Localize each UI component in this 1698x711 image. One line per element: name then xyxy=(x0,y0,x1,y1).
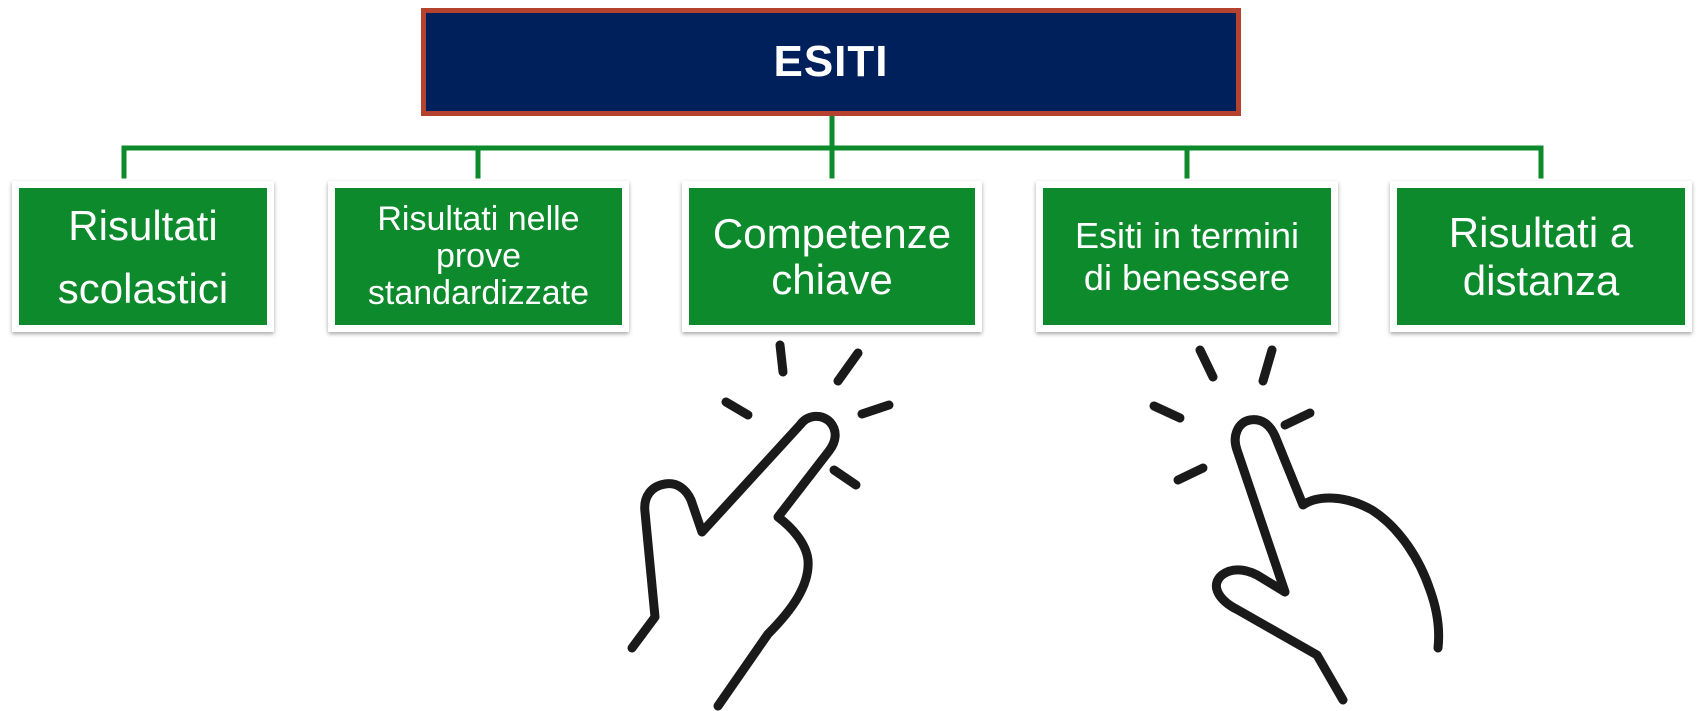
node-risultati-scolastici[interactable]: Risultati scolastici xyxy=(12,181,274,332)
tap-gesture-icon xyxy=(627,340,894,711)
root-node: ESITI xyxy=(421,8,1241,116)
root-label: ESITI xyxy=(773,37,889,86)
node-fill: Risultati a distanza xyxy=(1397,188,1685,325)
node-esiti-benessere[interactable]: Esiti in termini di benessere xyxy=(1036,181,1338,332)
node-prove-standardizzate[interactable]: Risultati nelle prove standardizzate xyxy=(328,181,629,332)
node-risultati-distanza[interactable]: Risultati a distanza xyxy=(1390,181,1692,332)
tap-gesture-icon xyxy=(1149,345,1444,705)
node-label: Competenze chiave xyxy=(712,210,952,303)
node-label: Risultati a distanza xyxy=(1448,209,1634,304)
node-label: Risultati scolastici xyxy=(57,201,229,312)
node-competenze-chiave[interactable]: Competenze chiave xyxy=(682,181,982,332)
node-fill: Competenze chiave xyxy=(689,188,975,325)
node-label: Esiti in termini di benessere xyxy=(1074,215,1300,298)
node-fill: Risultati nelle prove standardizzate xyxy=(335,188,622,325)
node-label: Risultati nelle prove standardizzate xyxy=(367,200,590,312)
node-fill: Risultati scolastici xyxy=(19,188,267,325)
node-fill: Esiti in termini di benessere xyxy=(1043,188,1331,325)
